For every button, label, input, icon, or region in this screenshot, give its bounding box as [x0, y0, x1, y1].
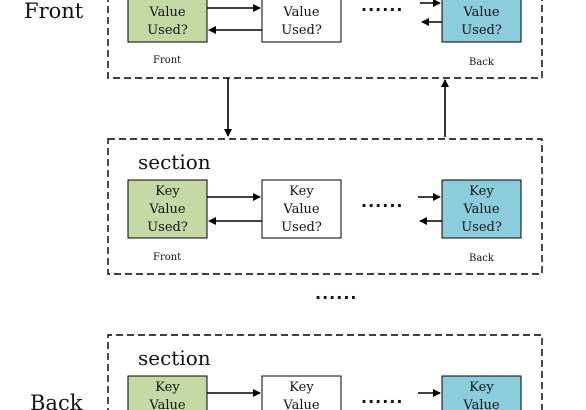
section-3-front-node: [127, 375, 208, 410]
section-2-frame: [107, 138, 543, 275]
more-sections-ellipsis: ······: [315, 288, 357, 307]
section-2-front-label: Front: [153, 252, 181, 263]
section-3-middle-node: [261, 375, 342, 410]
section-3-back-line-1: Key: [469, 380, 494, 395]
section-3-frame: [107, 334, 543, 410]
section-2-back-line-2: Value: [462, 202, 499, 217]
section-1-frame: [107, 0, 543, 79]
section-2-front-line-3: Used?: [147, 220, 188, 235]
section-2-title: section: [138, 150, 211, 174]
section-1-back-node: [441, 0, 522, 43]
section-1-front-node: [127, 0, 208, 43]
section-3-front-line-2: Value: [148, 398, 185, 410]
section-1-front-line-1: Value: [148, 5, 185, 20]
section-2-front-line-1: Key: [155, 184, 180, 199]
section-1-ellipsis: ······: [361, 0, 403, 19]
section-2: section Key Value Used? Key Value Used? …: [107, 138, 543, 275]
section-3-back-node: [441, 375, 522, 410]
section-2-back-line-3: Used?: [461, 220, 502, 235]
section-2-front-line-2: Value: [148, 202, 185, 217]
section-3-middle-line-1: Key: [289, 380, 314, 395]
section-2-back-line-1: Key: [469, 184, 494, 199]
section-1-front-line-2: Used?: [147, 23, 188, 38]
section-2-back-node: [441, 179, 522, 239]
section-1: Value Used? Value Used? Value Used? ····…: [107, 0, 543, 79]
section-2-middle-node: [261, 179, 342, 239]
section-2-front-node: [127, 179, 208, 239]
section-2-middle-line-2: Value: [282, 202, 319, 217]
section-1-back-label: Back: [469, 57, 495, 68]
section-3: section Key Value Key Value Key Value ··…: [107, 334, 543, 410]
section-2-back-label: Back: [469, 253, 495, 264]
section-1-middle-line-2: Used?: [281, 23, 322, 38]
section-3-title: section: [138, 346, 211, 370]
front-side-label: Front: [24, 0, 84, 23]
section-1-middle-node: [261, 0, 342, 43]
section-3-middle-line-2: Value: [282, 398, 319, 410]
section-3-ellipsis: ······: [361, 392, 403, 410]
section-2-middle-line-1: Key: [289, 184, 314, 199]
section-2-middle-line-3: Used?: [281, 220, 322, 235]
back-side-label: Back: [30, 391, 83, 410]
section-1-middle-line-1: Value: [282, 5, 319, 20]
section-3-front-line-1: Key: [155, 380, 180, 395]
section-1-front-label: Front: [153, 55, 181, 66]
section-1-back-line-2: Used?: [461, 23, 502, 38]
section-1-back-line-1: Value: [462, 5, 499, 20]
section-3-back-line-2: Value: [462, 398, 499, 410]
section-2-ellipsis: ······: [361, 196, 403, 215]
